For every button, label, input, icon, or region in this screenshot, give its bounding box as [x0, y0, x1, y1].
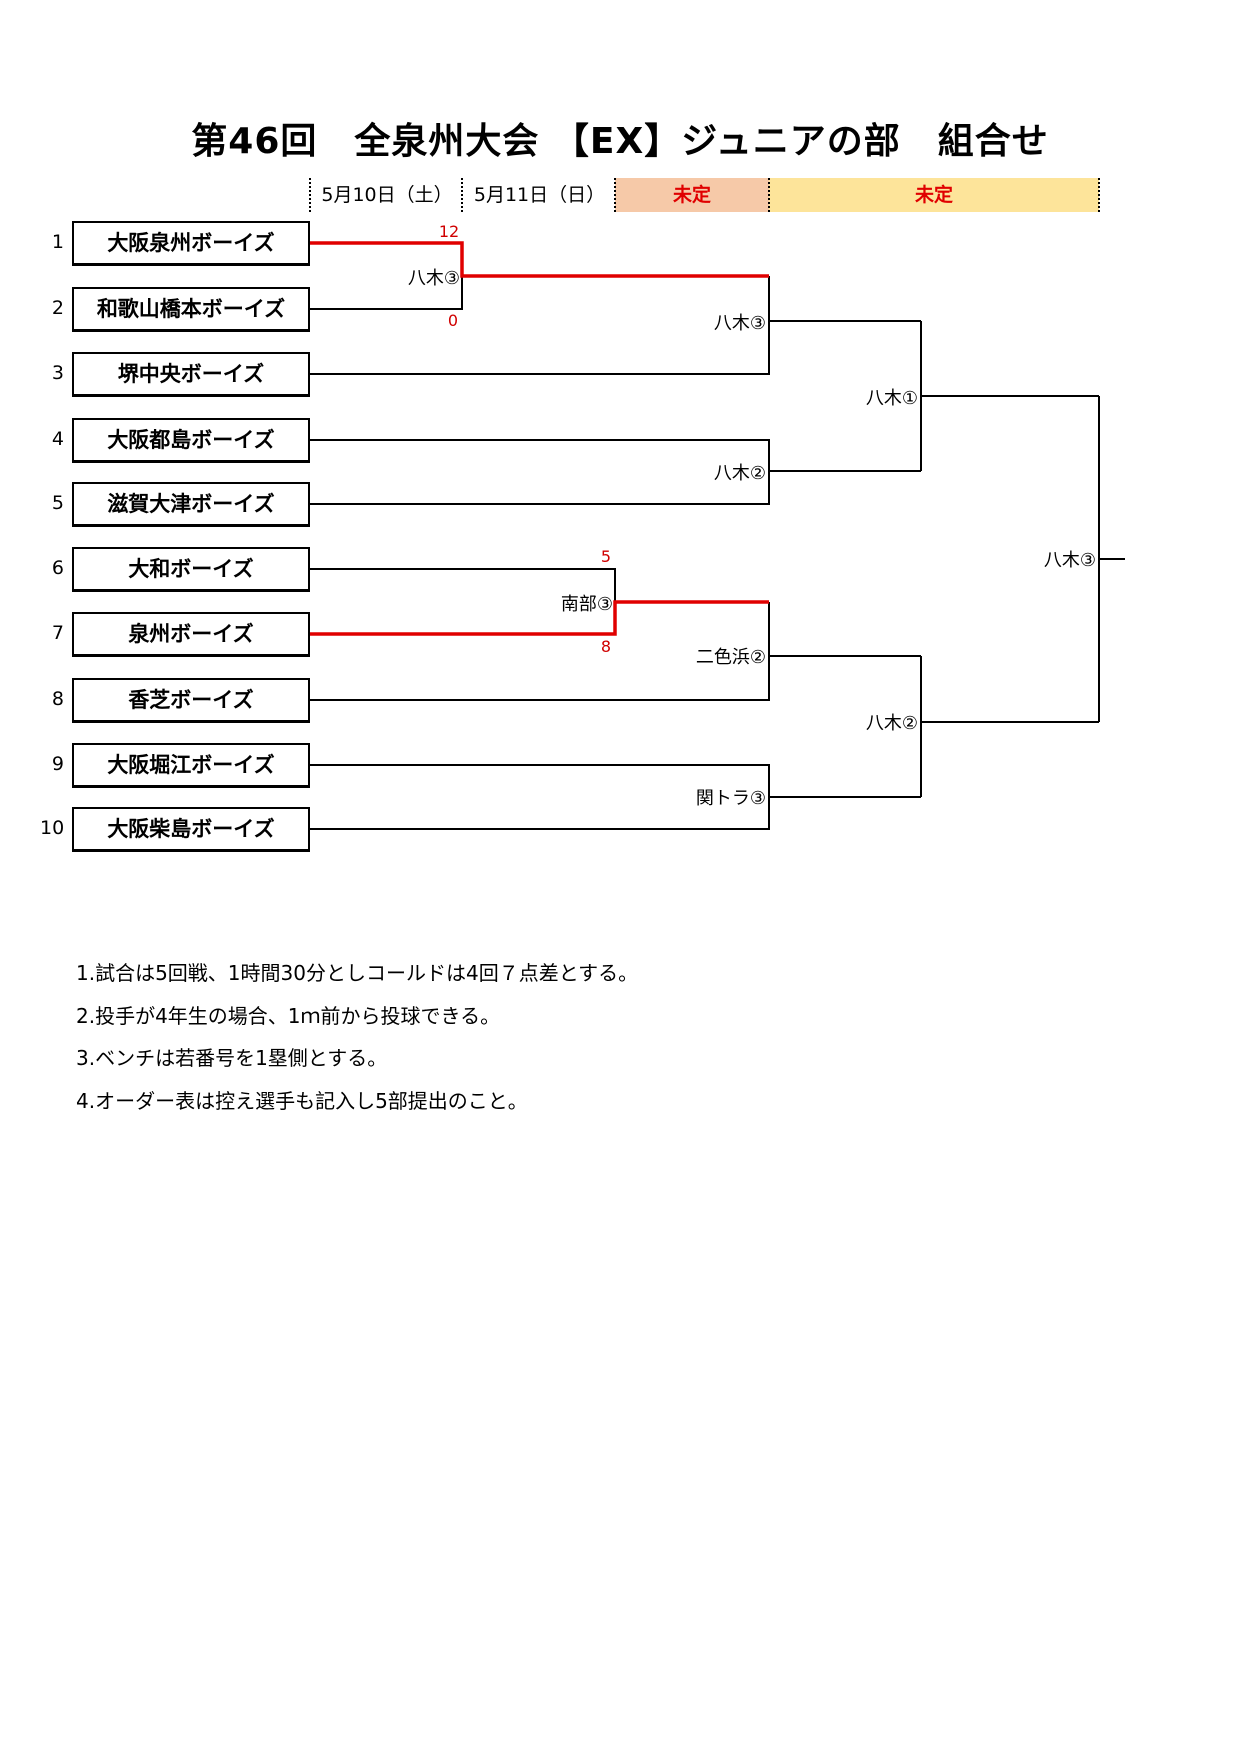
line-team-2	[310, 276, 463, 310]
venue-label: 南部③	[560, 594, 613, 615]
seed-number: 3	[51, 362, 64, 384]
venue-label: 八木②	[865, 713, 918, 734]
seed-number: 1	[51, 231, 64, 253]
seed-number: 10	[40, 817, 65, 839]
divider	[309, 178, 311, 212]
seed-number: 7	[51, 622, 64, 644]
note: 4.オーダー表は控え選手も記入し5部提出のこと。	[76, 1089, 528, 1113]
note: 1.試合は5回戦、1時間30分としコールドは4回７点差とする。	[76, 961, 639, 985]
winner-line-team-7	[310, 600, 769, 636]
schedule-day-4: 未定	[769, 178, 1099, 212]
divider	[461, 178, 463, 212]
team-box: 泉州ボーイズ	[72, 612, 310, 657]
divider	[614, 178, 616, 212]
seed-number: 9	[51, 753, 64, 775]
venue-label: 八木①	[865, 388, 918, 409]
score-bottom: 8	[600, 637, 612, 656]
score-top: 5	[600, 547, 612, 566]
seed-number: 6	[51, 557, 64, 579]
seed-number: 2	[51, 297, 64, 319]
bracket-lines	[310, 241, 1125, 830]
note: 2.投手が4年生の場合、1ｍ前から投球できる。	[76, 1004, 501, 1028]
schedule-day-1: 5月10日（土）	[321, 184, 453, 206]
schedule-day-2: 5月11日（日）	[473, 184, 606, 206]
venue-label: 八木③	[1043, 550, 1096, 571]
team-box: 大和ボーイズ	[72, 547, 310, 592]
divider	[1098, 178, 1100, 212]
line-team-3	[310, 276, 770, 375]
seed-number: 8	[51, 688, 64, 710]
team-box: 大阪泉州ボーイズ	[72, 221, 310, 266]
team-box: 和歌山橋本ボーイズ	[72, 287, 310, 332]
divider	[768, 178, 770, 212]
seed-number: 4	[51, 428, 64, 450]
venue-label: 八木②	[713, 463, 766, 484]
team-box: 滋賀大津ボーイズ	[72, 482, 310, 527]
schedule-day-3: 未定	[615, 178, 769, 212]
team-box: 堺中央ボーイズ	[72, 352, 310, 397]
score-top: 12	[438, 222, 460, 241]
winner-line-team-1	[310, 241, 769, 278]
team-box: 大阪都島ボーイズ	[72, 418, 310, 463]
venue-label: 八木③	[713, 313, 766, 334]
team-box: 香芝ボーイズ	[72, 678, 310, 723]
seed-number: 5	[51, 492, 64, 514]
team-box: 大阪柴島ボーイズ	[72, 807, 310, 852]
venue-label: 二色浜②	[695, 647, 766, 668]
line-team-8	[310, 602, 770, 701]
score-bottom: 0	[447, 311, 459, 330]
line-team-6	[310, 568, 616, 602]
venue-label: 八木③	[407, 268, 460, 289]
venue-label: 関トラ③	[695, 788, 766, 809]
note: 3.ベンチは若番号を1塁側とする。	[76, 1046, 388, 1070]
page-title: 第46回 全泉州大会 【EX】ジュニアの部 組合せ	[191, 121, 1049, 162]
team-box: 大阪堀江ボーイズ	[72, 743, 310, 788]
